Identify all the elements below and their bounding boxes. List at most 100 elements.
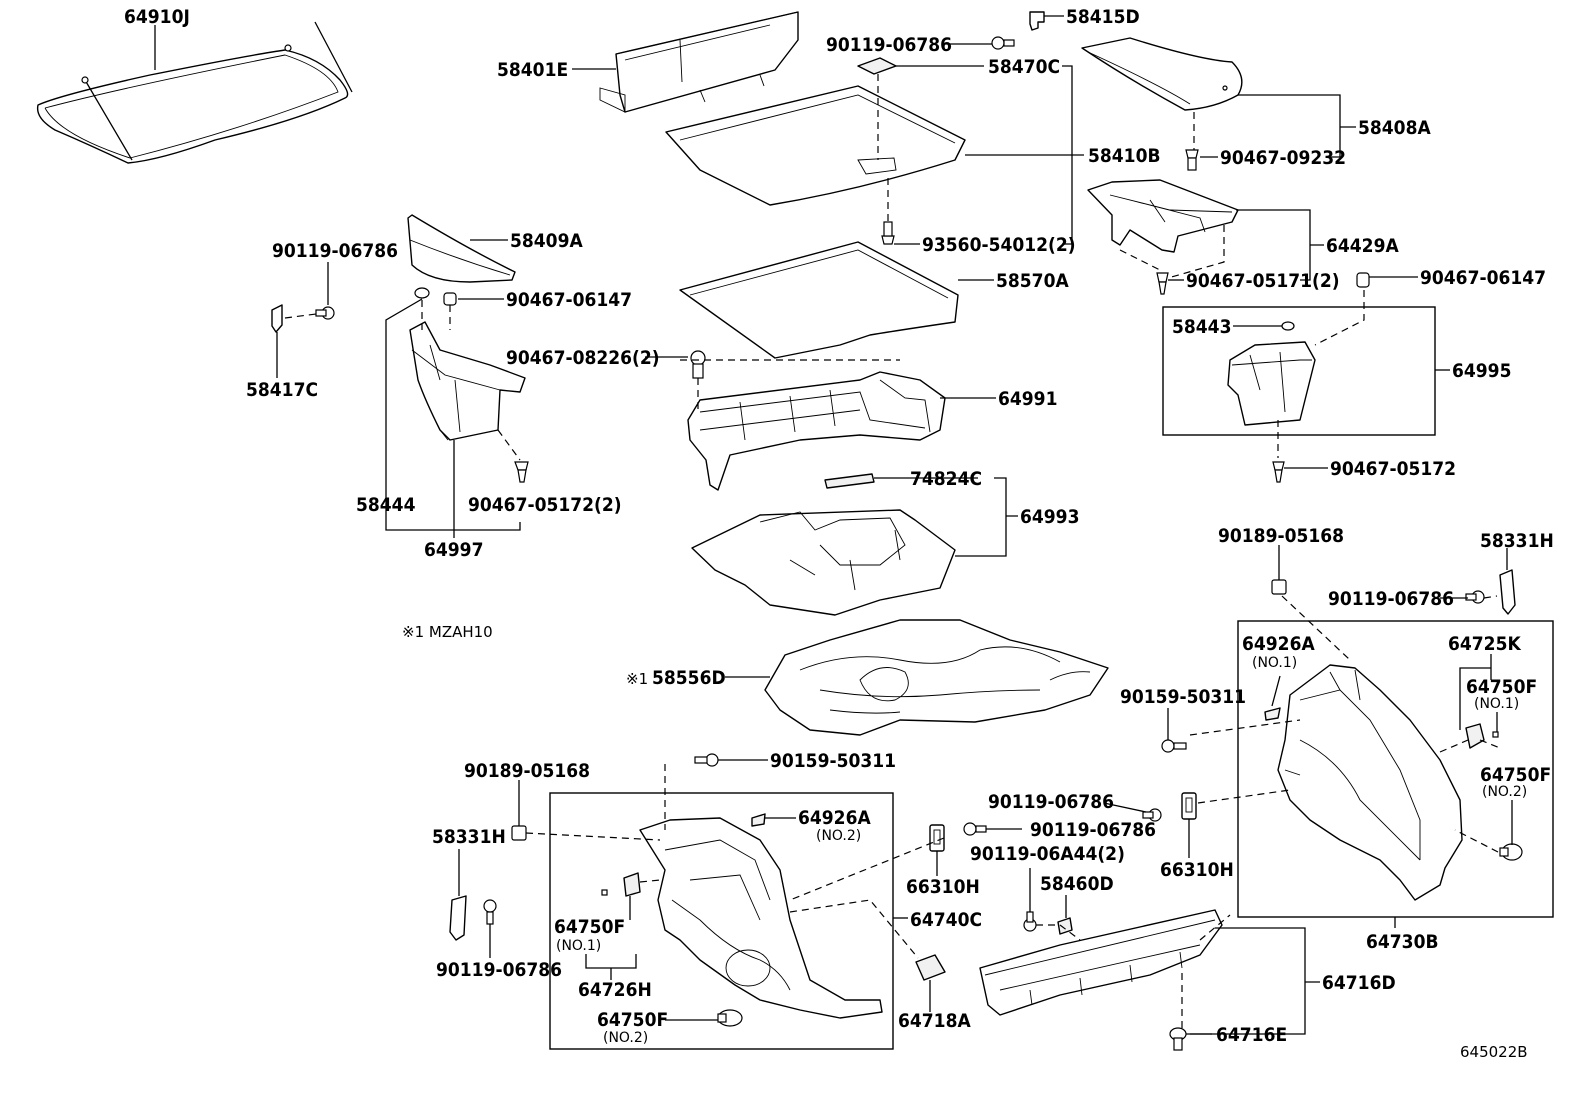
label-93560-54012: 93560-54012(2) (922, 234, 1076, 256)
label-64926A-b-no: (NO.2) (816, 828, 861, 844)
part-64718a-drawing (915, 954, 946, 981)
label-64716D: 64716D (1322, 972, 1396, 994)
part-58415d-drawing (1029, 11, 1045, 31)
part-clip-93560-drawing (881, 221, 895, 245)
label-90119-06786-f: 90119-06786 (436, 959, 562, 981)
label-64429A: 64429A (1326, 235, 1399, 257)
part-clip-05172-left-drawing (514, 461, 529, 483)
label-58460D: 58460D (1040, 873, 1114, 895)
label-58409A: 58409A (510, 230, 583, 252)
diagram-ref-code: 645022B (1460, 1043, 1528, 1061)
label-90467-09232: 90467-09232 (1220, 147, 1346, 169)
label-66310H-b: 66310H (1160, 859, 1234, 881)
part-64716e-drawing (1169, 1027, 1187, 1051)
label-note-marker: ※1 (626, 670, 648, 688)
part-bolt-06a44-drawing (1023, 911, 1073, 935)
label-90119-06786-b: 90119-06786 (272, 240, 398, 262)
part-clip-06147-right-drawing (1356, 272, 1370, 288)
label-64926A-b: 64926A (798, 807, 871, 829)
label-58417C: 58417C (246, 379, 318, 401)
label-64750F-d-no: (NO.2) (603, 1030, 648, 1046)
leader-lines (154, 15, 1513, 1035)
label-90189-05168-b: 90189-05168 (464, 760, 590, 782)
label-note: ※1 MZAH10 (402, 623, 493, 641)
label-90467-05172-b: 90467-05172(2) (468, 494, 622, 516)
part-64750f-no2-left-drawing (717, 1009, 743, 1027)
part-58417c-drawing (271, 304, 335, 333)
part-66310h-left-drawing (929, 824, 945, 852)
label-64718A: 64718A (898, 1010, 971, 1032)
part-labels: 64910J 58401E 58415D 90119-06786 58470C … (124, 6, 1554, 1061)
label-64910J: 64910J (124, 6, 190, 28)
part-64716d-drawing (979, 909, 1223, 1016)
label-90119-06786-c: 90119-06786 (1328, 588, 1454, 610)
part-clip-05172-right-drawing (1272, 461, 1285, 483)
label-90189-05168-a: 90189-05168 (1218, 525, 1344, 547)
label-64750F-d: 64750F (597, 1009, 668, 1031)
label-64716E: 64716E (1216, 1024, 1287, 1046)
part-64725k-drawing (1465, 723, 1499, 749)
label-64730B: 64730B (1366, 931, 1439, 953)
part-bolt-top-drawing (991, 36, 1015, 50)
label-90119-06A44: 90119-06A44(2) (970, 843, 1125, 865)
label-64993: 64993 (1020, 506, 1079, 528)
label-58410B: 58410B (1088, 145, 1161, 167)
part-74824c-drawing (824, 473, 875, 489)
label-58415D: 58415D (1066, 6, 1140, 28)
part-bolt-06786-center-drawing (963, 808, 1162, 836)
label-58444: 58444 (356, 494, 416, 516)
label-64750F-c-no: (NO.1) (556, 938, 601, 954)
label-58470C: 58470C (988, 56, 1060, 78)
label-90467-06147-a: 90467-06147 (506, 289, 632, 311)
label-90467-08226: 90467-08226(2) (506, 347, 660, 369)
part-bolt-50311-left-drawing (694, 753, 719, 767)
part-64726h-drawing (601, 872, 641, 897)
label-90119-06786-e: 90119-06786 (1030, 819, 1156, 841)
part-clips-left-drawing (414, 287, 457, 306)
part-64740c-drawing (639, 817, 883, 1019)
part-64429a-drawing (1087, 179, 1239, 253)
part-58408a-drawing (1081, 37, 1243, 111)
label-58443: 58443 (1172, 316, 1231, 338)
label-64725K: 64725K (1448, 633, 1521, 655)
part-clip-09232-drawing (1185, 149, 1199, 171)
label-64750F-b-no: (NO.2) (1482, 784, 1527, 800)
assembly-box-64995 (1162, 306, 1436, 436)
part-64926a-no1-drawing (1264, 707, 1281, 721)
part-clip-08226-drawing (690, 350, 706, 379)
part-58409a-drawing (407, 214, 516, 283)
label-64926A-a-no: (NO.1) (1252, 655, 1297, 671)
label-90467-05172-a: 90467-05172 (1330, 458, 1456, 480)
label-58570A: 58570A (996, 270, 1069, 292)
label-64740C: 64740C (910, 909, 982, 931)
part-nut-05168-right-drawing (1271, 579, 1287, 595)
part-58556d-drawing (764, 619, 1109, 736)
part-58410b-drawing (665, 85, 966, 206)
label-90159-50311-a: 90159-50311 (1120, 686, 1246, 708)
label-90159-50311-b: 90159-50311 (770, 750, 896, 772)
part-64991-drawing (687, 371, 946, 491)
part-58331h-right-drawing (1465, 569, 1516, 615)
part-64910j-drawing (36, 21, 353, 164)
part-64993-drawing (691, 509, 956, 616)
label-90467-06147-b: 90467-06147 (1420, 267, 1546, 289)
part-64995-drawing (1227, 321, 1316, 426)
label-64997: 64997 (424, 539, 483, 561)
dashed-guides (284, 74, 1501, 1028)
label-64926A-a: 64926A (1242, 633, 1315, 655)
part-58570a-drawing (679, 241, 959, 359)
label-64750F-b: 64750F (1480, 764, 1551, 786)
label-58556D: 58556D (652, 667, 726, 689)
label-90119-06786-a: 90119-06786 (826, 34, 952, 56)
part-64926a-no2-drawing (751, 813, 766, 827)
label-90119-06786-d: 90119-06786 (988, 791, 1114, 813)
part-58470c-drawing (857, 57, 897, 75)
part-66310h-right-drawing (1181, 792, 1197, 820)
part-clip-05171-drawing (1156, 272, 1169, 295)
label-66310H-a: 66310H (906, 876, 980, 898)
label-58331H-b: 58331H (432, 826, 506, 848)
part-58331h-left-drawing (449, 895, 497, 941)
label-90467-05171: 90467-05171(2) (1186, 270, 1340, 292)
part-64730b-drawing (1277, 664, 1463, 901)
